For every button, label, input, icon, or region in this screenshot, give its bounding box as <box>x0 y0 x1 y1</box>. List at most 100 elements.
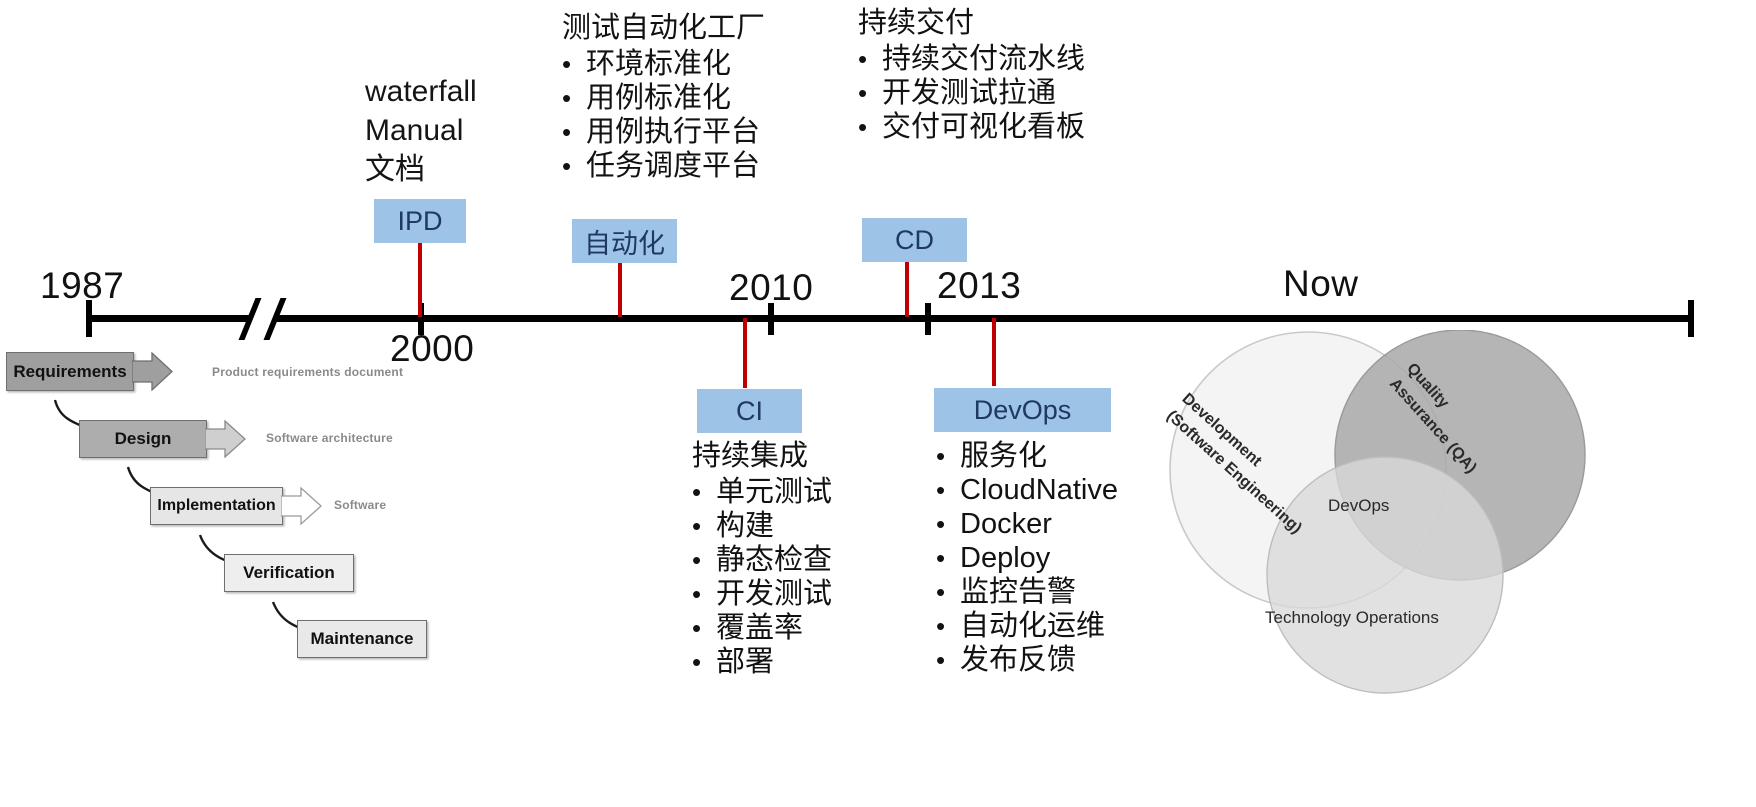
year-label-now: Now <box>1283 263 1359 304</box>
continuous-integration-item-label: 单元测试 <box>716 475 833 508</box>
bullet-icon: • <box>936 576 946 607</box>
continuous-delivery-item-label: 持续交付流水线 <box>882 42 1086 75</box>
milestone-box-devops[interactable]: DevOps <box>934 388 1111 432</box>
devops-item-label: CloudNative <box>960 473 1118 506</box>
venn-circles <box>1169 329 1586 694</box>
timeline-axis-right-segment <box>277 315 1694 322</box>
connector-devops <box>992 318 996 386</box>
bullet-icon: • <box>562 150 572 181</box>
continuous-delivery-item-label: 开发测试拉通 <box>882 76 1057 109</box>
waterfall-note-line-3: 文档 <box>365 153 425 186</box>
continuous-integration-item: • 覆盖率 <box>692 612 832 646</box>
annotation-test-automation-factory: 测试自动化工厂 • 环境标准化 • 用例标准化 • 用例执行平台 • 任务调度平台 <box>562 12 765 184</box>
devops-item-label: 发布反馈 <box>960 643 1077 676</box>
year-label-2013: 2013 <box>937 265 1022 306</box>
continuous-delivery-item: • 持续交付流水线 <box>858 43 1085 77</box>
timeline-tick-2013 <box>925 303 931 335</box>
timeline-axis-end-cap <box>1688 300 1694 337</box>
waterfall-note-design: Software architecture <box>266 431 393 445</box>
timeline-axis-start-cap <box>86 300 92 337</box>
bullet-icon: • <box>936 542 946 573</box>
continuous-integration-item: •静态检查 <box>692 544 832 578</box>
waterfall-manual-note: waterfall Manual 文档 <box>365 72 477 189</box>
connector-ipd <box>418 243 422 317</box>
continuous-delivery-item: • 开发测试拉通 <box>858 77 1085 111</box>
devops-item: • Deploy <box>936 542 1118 576</box>
annotation-devops: •服务化 •CloudNative •Docker •Deploy •监控告警 … <box>936 440 1118 677</box>
bullet-icon: • <box>936 508 946 539</box>
waterfall-arrow-icon <box>281 487 322 525</box>
bullet-icon: • <box>858 77 868 108</box>
continuous-integration-title: 持续集成 <box>692 440 809 472</box>
devops-item: •自动化运维 <box>936 610 1118 644</box>
test-factory-title: 测试自动化工厂 <box>562 12 766 44</box>
bullet-icon: • <box>692 612 702 643</box>
continuous-integration-item: • 开发测试 <box>692 578 832 612</box>
annotation-continuous-integration: 持续集成 • 单元测试 • 构建 •静态检查 • 开发测试 • 覆盖率 • 部署 <box>692 440 832 679</box>
milestone-box-automation[interactable]: 自动化 <box>572 219 677 263</box>
waterfall-note-implementation: Software <box>334 498 387 512</box>
devops-item: •CloudNative <box>936 474 1118 508</box>
venn-label-devops-intersection: DevOps <box>1328 496 1390 515</box>
connector-ci <box>743 318 747 388</box>
waterfall-stage-requirements[interactable]: Requirements <box>6 352 134 391</box>
waterfall-note-line-2: Manual <box>365 114 464 147</box>
continuous-integration-item: • 构建 <box>692 510 832 544</box>
milestone-box-ipd[interactable]: IPD <box>374 199 466 243</box>
test-factory-item: • 环境标准化 <box>562 48 765 82</box>
venn-label-technology-operations: Technology Operations <box>1265 608 1439 627</box>
venn-circle-technology-operations <box>1266 456 1504 694</box>
milestone-box-cd[interactable]: CD <box>862 218 967 262</box>
timeline-tick-2000 <box>418 303 424 335</box>
bullet-icon: • <box>936 644 946 675</box>
devops-item: • 监控告警 <box>936 576 1118 610</box>
bullet-icon: • <box>692 646 702 677</box>
timeline-axis-left-segment <box>86 315 249 322</box>
devops-item-label: Docker <box>960 507 1052 540</box>
devops-item-label: 自动化运维 <box>960 609 1106 642</box>
waterfall-stage-implementation[interactable]: Implementation <box>150 487 283 525</box>
continuous-integration-item-label: 部署 <box>716 645 775 678</box>
waterfall-arrow-icon <box>132 352 173 391</box>
bullet-icon: • <box>858 111 868 142</box>
waterfall-arrow-icon <box>205 420 246 458</box>
waterfall-stage-verification[interactable]: Verification <box>224 554 354 592</box>
waterfall-stage-maintenance[interactable]: Maintenance <box>297 620 427 658</box>
timeline-tick-2010 <box>768 303 774 335</box>
continuous-integration-item-label: 开发测试 <box>716 577 833 610</box>
milestone-box-ci[interactable]: CI <box>697 389 802 433</box>
bullet-icon: • <box>562 82 572 113</box>
waterfall-note-line-1: waterfall <box>365 75 477 108</box>
bullet-icon: • <box>692 510 702 541</box>
connector-cd <box>905 262 909 317</box>
devops-item-label: 监控告警 <box>960 575 1077 608</box>
waterfall-model-arrows <box>53 399 324 644</box>
test-factory-item-label: 任务调度平台 <box>586 149 761 182</box>
test-factory-item-label: 用例标准化 <box>586 81 732 114</box>
bullet-icon: • <box>692 544 702 575</box>
bullet-icon: • <box>562 116 572 147</box>
devops-venn-diagram: Development (Software Engineering) Quali… <box>1160 329 1600 700</box>
test-factory-item-label: 环境标准化 <box>586 47 732 80</box>
devops-item-label: Deploy <box>960 541 1051 574</box>
devops-item-label: 服务化 <box>960 440 1048 472</box>
bullet-icon: • <box>936 441 946 471</box>
test-factory-item-label: 用例执行平台 <box>586 115 761 148</box>
year-label-2000: 2000 <box>390 328 475 369</box>
bullet-icon: • <box>858 43 868 74</box>
test-factory-item: • 用例执行平台 <box>562 116 765 150</box>
year-label-1987: 1987 <box>40 265 125 306</box>
bullet-icon: • <box>692 578 702 609</box>
devops-item: • 服务化 <box>936 440 1118 474</box>
continuous-delivery-title: 持续交付 <box>858 7 975 39</box>
waterfall-note-requirements: Product requirements document <box>212 365 404 379</box>
continuous-integration-item-label: 覆盖率 <box>716 611 804 644</box>
bullet-icon: • <box>562 48 572 79</box>
continuous-integration-item: • 部署 <box>692 646 832 680</box>
bullet-icon: • <box>692 476 702 507</box>
waterfall-stage-design[interactable]: Design <box>79 420 207 458</box>
connector-automation <box>618 263 622 317</box>
annotation-continuous-delivery: 持续交付 •持续交付流水线 •开发测试拉通 •交付可视化看板 <box>858 7 1085 145</box>
continuous-integration-item-label: 构建 <box>716 509 775 542</box>
